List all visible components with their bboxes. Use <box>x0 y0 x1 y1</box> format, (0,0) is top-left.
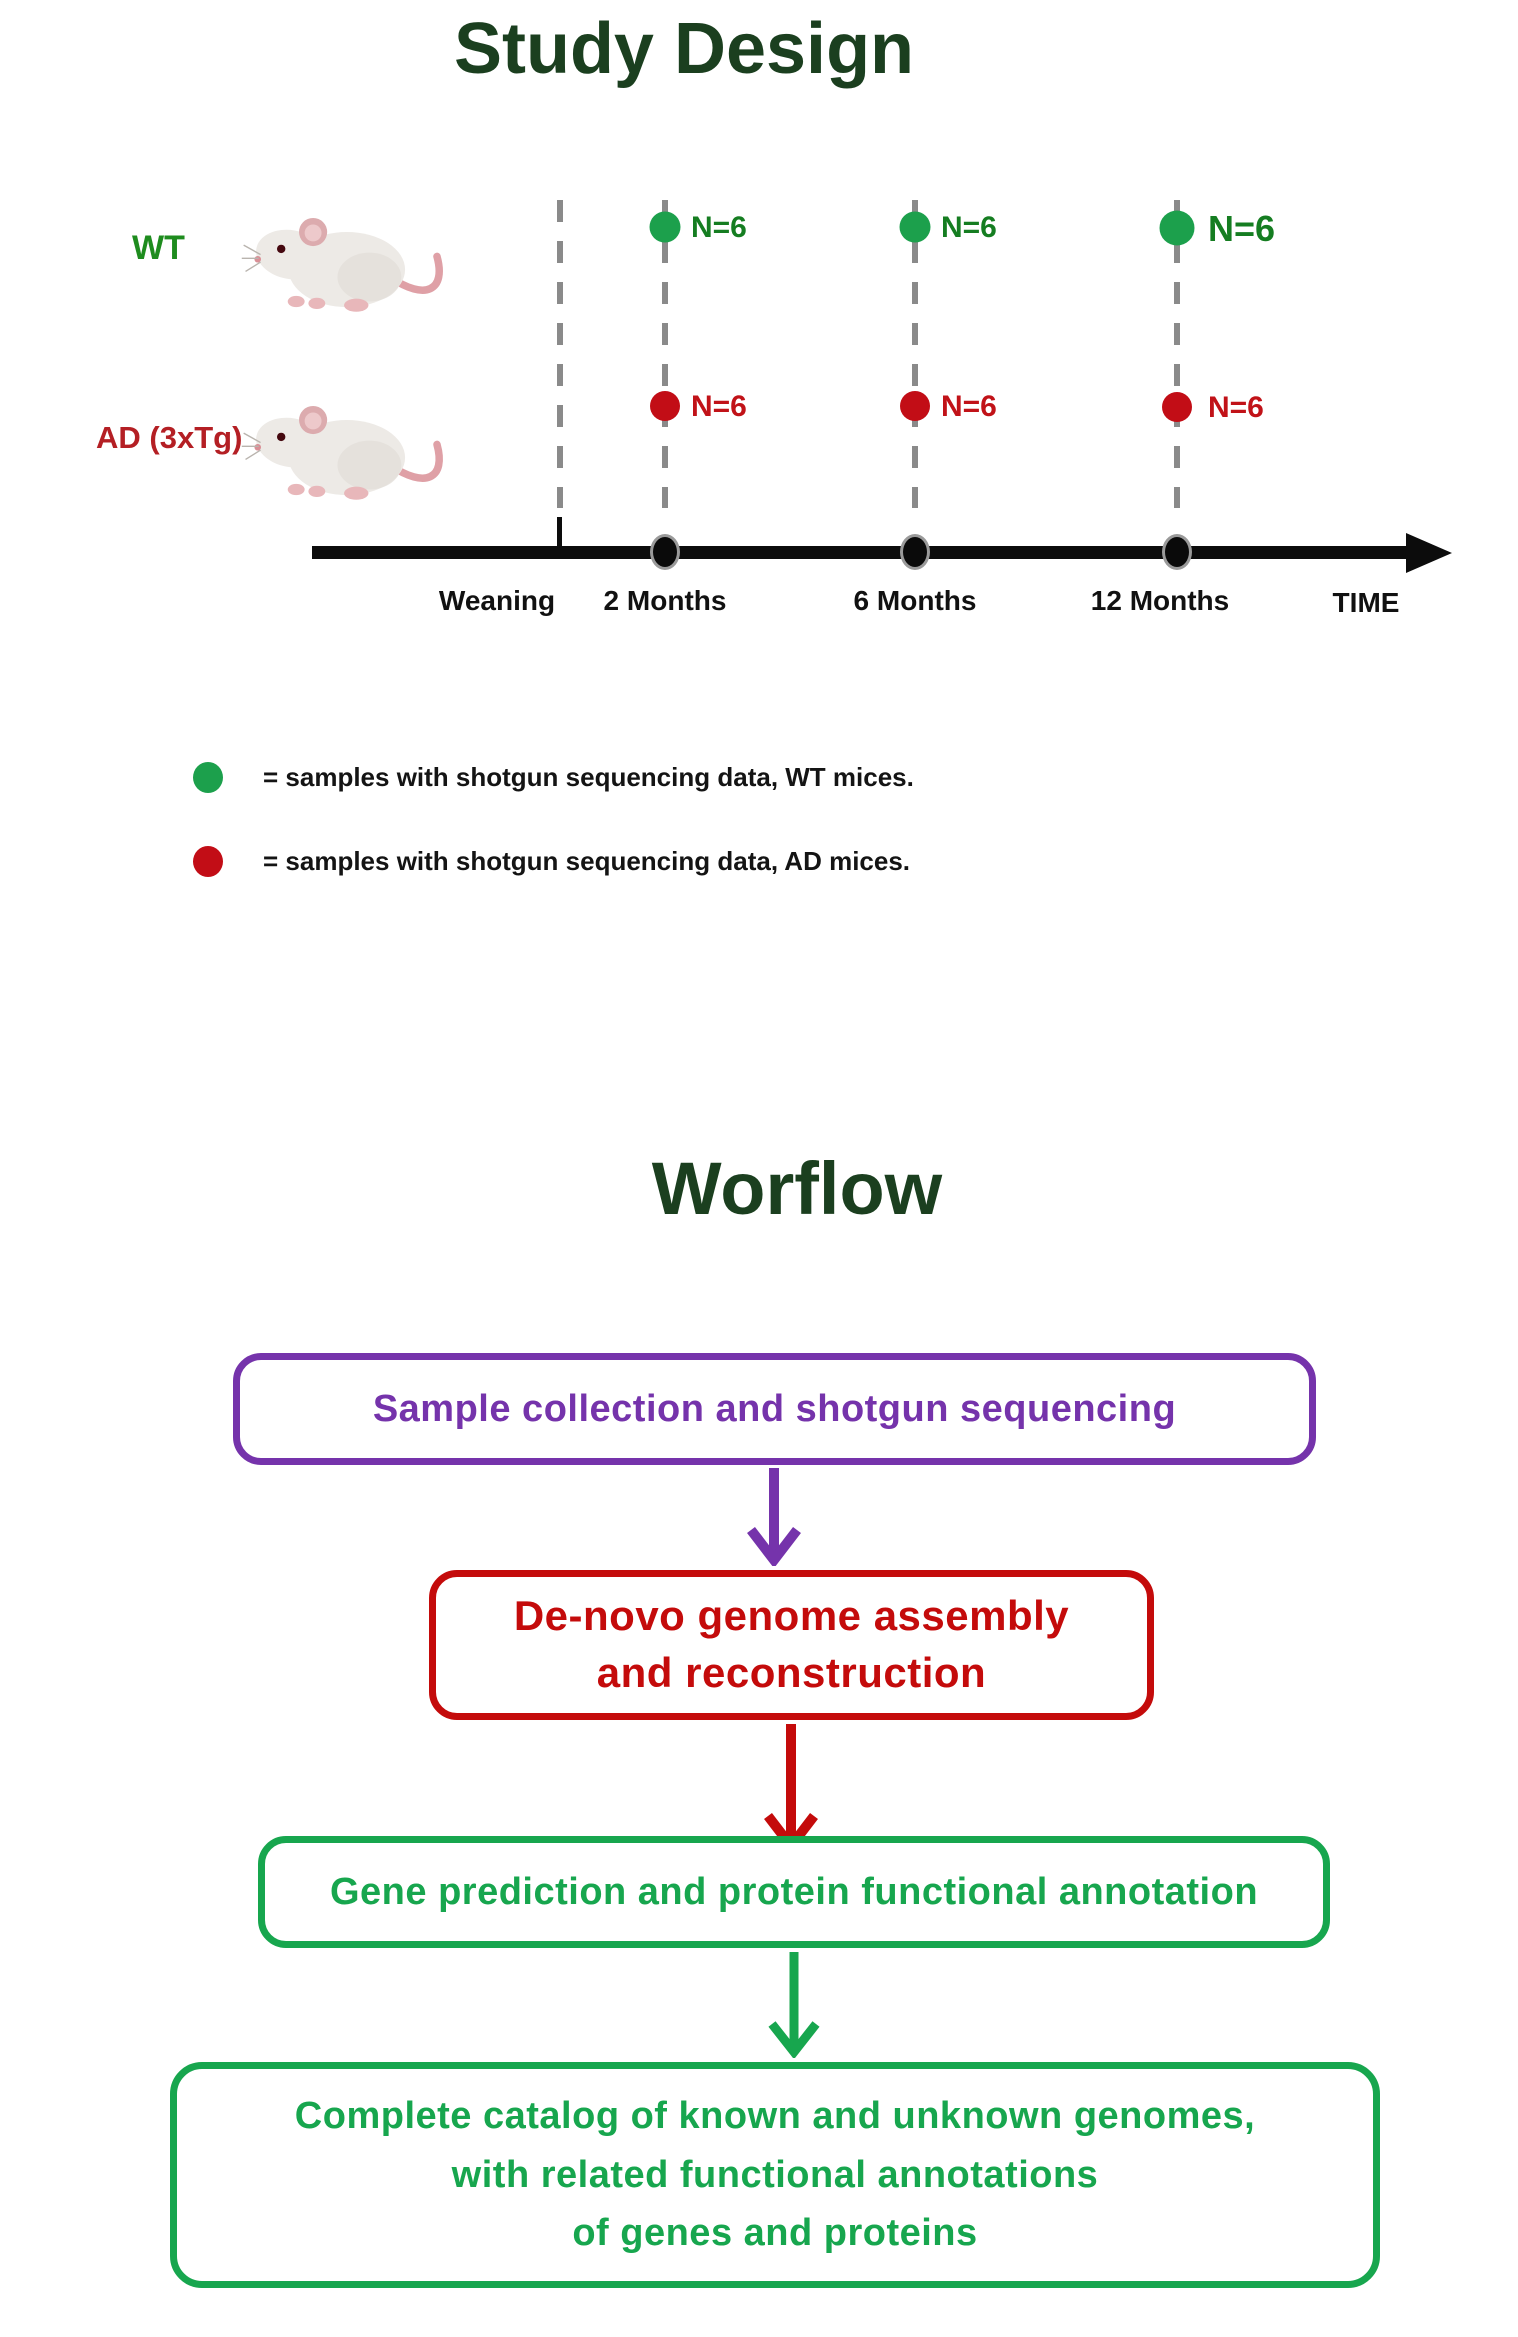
wt-n-label-12-months: N=6 <box>1208 208 1276 249</box>
ad-n-label-12-months: N=6 <box>1208 391 1264 424</box>
dashed-line-12-months <box>1174 200 1180 508</box>
workflow-title: Worflow <box>651 1147 943 1230</box>
ad-n-label-6-months: N=6 <box>941 390 997 423</box>
wt-sample-dot-6-months <box>899 211 931 243</box>
weaning-tick <box>557 517 562 553</box>
flow-box-gene-prediction-text: Gene prediction and protein functional a… <box>329 1870 1259 1913</box>
axis-dot-6-months <box>900 534 930 570</box>
wt-n-label-6-months: N=6 <box>941 211 997 244</box>
arrow-down-green-icon <box>768 1952 820 2058</box>
flow-box-gene-prediction: Gene prediction and protein functional a… <box>258 1836 1330 1948</box>
ad-sample-dot-2-months <box>650 391 680 421</box>
axis-label-time: TIME <box>1332 587 1400 618</box>
wt-sample-dot-2-months <box>649 211 681 243</box>
axis-label-12-months: 12 Months <box>1090 585 1230 616</box>
ad-n-label-2-months: N=6 <box>691 390 747 423</box>
legend-red-dot-icon <box>193 846 223 877</box>
ad-sample-dot-6-months <box>900 391 930 421</box>
axis-label-weaning: Weaning <box>438 585 556 616</box>
legend-row-wt: = samples with shotgun sequencing data, … <box>193 762 914 793</box>
arrow-down-red-icon <box>764 1724 818 1852</box>
time-axis-arrowhead <box>1406 533 1452 573</box>
axis-dot-12-months <box>1162 534 1192 570</box>
ad-row-label: AD (3xTg) <box>96 420 243 455</box>
time-axis <box>312 546 1412 559</box>
axis-label-6-months: 6 Months <box>853 585 977 616</box>
ad-mouse-illustration <box>240 390 450 512</box>
legend-ad-text: = samples with shotgun sequencing data, … <box>263 846 911 876</box>
wt-mouse-illustration <box>240 202 450 324</box>
dashed-line-2-months <box>662 200 668 508</box>
dashed-line-weaning <box>557 200 563 508</box>
legend-green-dot-icon <box>193 762 223 793</box>
ad-sample-dot-12-months <box>1162 392 1192 422</box>
wt-sample-dot-12-months <box>1159 210 1195 246</box>
flow-box-sample-collection-text: Sample collection and shotgun sequencing <box>372 1387 1177 1430</box>
arrow-down-purple-icon <box>747 1468 801 1566</box>
axis-dot-2-months <box>650 534 680 570</box>
axis-label-2-months: 2 Months <box>603 585 727 616</box>
dashed-line-6-months <box>912 200 918 508</box>
legend-wt-text: = samples with shotgun sequencing data, … <box>263 762 914 792</box>
wt-n-label-2-months: N=6 <box>691 211 747 244</box>
legend-row-ad: = samples with shotgun sequencing data, … <box>193 846 910 877</box>
flow-box-genome-assembly: De-novo genome assembly and reconstructi… <box>429 1570 1154 1720</box>
flow-box-complete-catalog-text: Complete catalog of known and unknown ge… <box>294 2094 1256 2255</box>
wt-row-label: WT <box>132 229 185 267</box>
flow-box-genome-assembly-text: De-novo genome assembly and reconstructi… <box>513 1592 1070 1696</box>
flow-box-complete-catalog: Complete catalog of known and unknown ge… <box>170 2062 1380 2288</box>
study-design-title: Study Design <box>453 9 915 89</box>
flow-box-sample-collection: Sample collection and shotgun sequencing <box>233 1353 1316 1465</box>
